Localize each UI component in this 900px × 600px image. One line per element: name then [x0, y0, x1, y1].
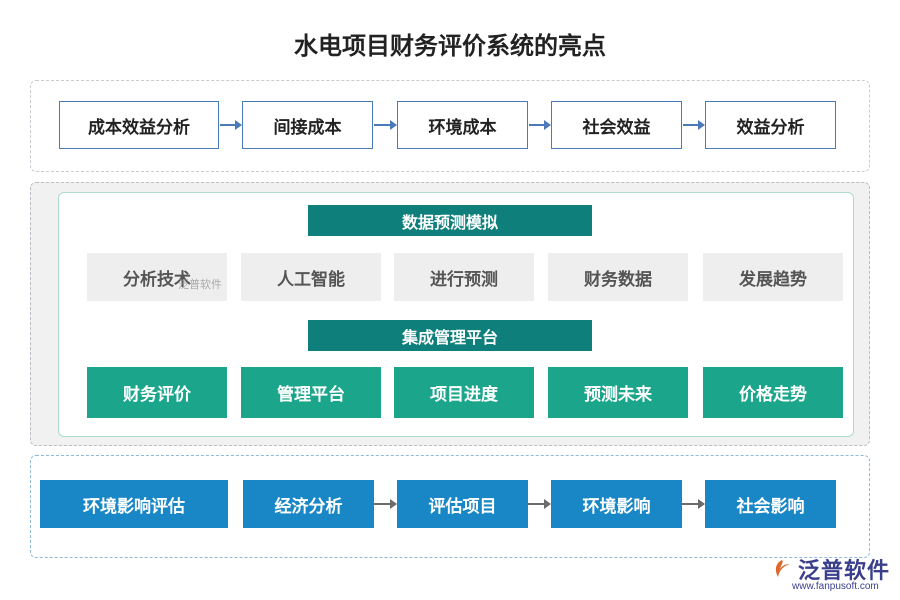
flow-arrow: [683, 120, 705, 130]
flow-box-environmental-cost: 环境成本: [397, 101, 528, 149]
green-box-predict-future: 预测未来: [548, 367, 688, 418]
blue-box-social-impact: 社会影响: [705, 480, 836, 528]
page-title: 水电项目财务评价系统的亮点: [294, 32, 606, 60]
grey-box-development-trend: 发展趋势: [703, 253, 843, 301]
integrated-platform-header: 集成管理平台: [308, 320, 592, 351]
brand-logo: 泛普软件: [770, 553, 890, 585]
flow-box-indirect-cost: 间接成本: [242, 101, 373, 149]
watermark-text: 泛普软件: [178, 278, 222, 291]
green-box-project-progress: 项目进度: [394, 367, 534, 418]
flow-box-cost-benefit-analysis: 成本效益分析: [59, 101, 219, 149]
flow-box-social-benefit: 社会效益: [551, 101, 682, 149]
cost-benefit-panel: [30, 80, 870, 172]
environmental-impact-panel: [30, 455, 870, 558]
brand-url: www.fanpusoft.com: [792, 581, 879, 592]
flow-arrow: [374, 499, 397, 509]
flow-box-benefit-analysis: 效益分析: [705, 101, 836, 149]
flow-arrow: [374, 120, 397, 130]
blue-box-environmental-impact-assessment: 环境影响评估: [40, 480, 228, 528]
flow-arrow: [220, 120, 242, 130]
grey-box-financial-data: 财务数据: [548, 253, 688, 301]
blue-box-economic-analysis: 经济分析: [243, 480, 374, 528]
blue-box-evaluate-project: 评估项目: [397, 480, 528, 528]
flow-arrow: [529, 120, 551, 130]
grey-box-forecasting: 进行预测: [394, 253, 534, 301]
grey-box-ai: 人工智能: [241, 253, 381, 301]
green-box-management-platform: 管理平台: [241, 367, 381, 418]
green-box-financial-evaluation: 财务评价: [87, 367, 227, 418]
grey-box-analysis-tech: 分析技术: [87, 253, 227, 301]
data-forecast-header: 数据预测模拟: [308, 205, 592, 236]
flow-arrow: [528, 499, 551, 509]
brand-logo-text: 泛普软件: [798, 559, 891, 584]
green-box-price-trend: 价格走势: [703, 367, 843, 418]
blue-box-environmental-impact: 环境影响: [551, 480, 682, 528]
brand-logo-icon: [775, 560, 790, 577]
flow-arrow: [682, 499, 705, 509]
